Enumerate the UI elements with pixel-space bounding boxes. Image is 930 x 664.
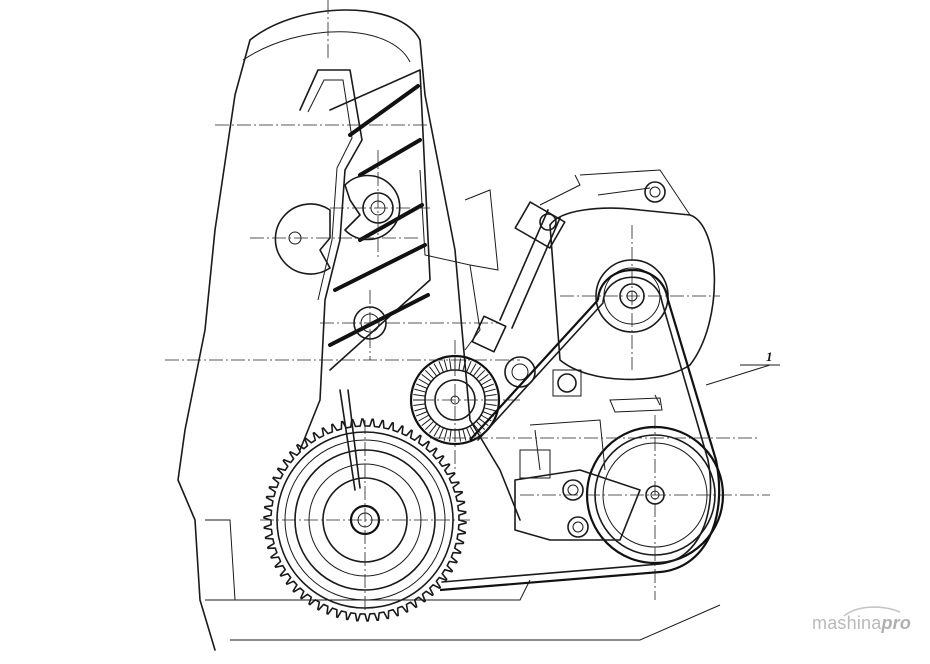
tensioner-roller-rib <box>472 366 481 377</box>
camshaft-half-pulley <box>274 203 331 275</box>
tensioner-roller-rib <box>462 428 467 441</box>
tensioner-roller-rib <box>438 361 444 373</box>
tensioner-roller-rib <box>475 420 486 431</box>
tensioner-roller-rib <box>458 429 461 442</box>
drive-belt <box>439 268 721 592</box>
watermark: mashinapro <box>812 613 911 634</box>
tensioner-roller-rib <box>443 359 448 372</box>
tensioner-roller-rib <box>466 361 472 373</box>
tensioner-roller-rib <box>414 388 427 393</box>
callout-label: 1 <box>766 349 773 364</box>
tensioner-roller-rib <box>429 423 438 434</box>
tensioner-roller-rib <box>443 428 448 441</box>
watermark-brand-accent: pro <box>881 613 912 633</box>
tensioner-roller-rib <box>416 383 428 389</box>
tensioner-roller-rib <box>472 423 481 434</box>
tensioner-roller-rib <box>416 411 428 417</box>
tensioner-roller-rib <box>414 407 427 412</box>
tensioner-roller-rib <box>478 374 489 383</box>
tensioner-roller-rib <box>480 378 492 386</box>
timing-mark-lines <box>339 389 361 491</box>
pump-bracket <box>514 394 663 541</box>
watermark-logo-icon <box>843 606 901 617</box>
tensioner-roller-rib <box>433 363 441 375</box>
tensioner-roller-rib <box>478 417 489 426</box>
engine-block-outline <box>177 9 721 651</box>
camshaft-pulley <box>344 174 401 241</box>
tensioner-roller-rib <box>469 363 477 375</box>
idler-roller-middle <box>504 356 536 388</box>
adjuster-rod <box>471 174 581 353</box>
tensioner-roller-rib <box>466 427 472 439</box>
tensioner-roller-rib <box>462 359 467 372</box>
tensioner-roller-rib <box>449 358 452 371</box>
tensioner-roller-rib <box>413 394 426 397</box>
tensioner-roller-rib <box>424 369 435 380</box>
watermark-brand-main: mashina <box>812 613 882 633</box>
tensioner-roller-rib <box>421 374 432 383</box>
centre-lines <box>165 0 770 610</box>
tensioner-roller-rib <box>413 403 426 406</box>
tensioner-roller-rib <box>482 383 494 389</box>
tensioner-roller-rib <box>438 427 444 439</box>
tensioner-roller-rib <box>484 403 497 406</box>
tensioner-roller-rib <box>429 366 438 377</box>
tensioner-roller-rib <box>483 407 496 412</box>
tensioner-roller-rib <box>449 429 452 442</box>
tensioner-roller-rib <box>421 417 432 426</box>
callout-1: 1 <box>705 349 780 386</box>
tensioner-roller-rib <box>418 414 430 422</box>
tensioner-roller-rib <box>433 425 441 437</box>
tensioner-roller-rib <box>484 394 497 397</box>
tensioner-roller-rib <box>483 388 496 393</box>
tensioner-roller-rib <box>418 378 430 386</box>
tensioner-roller-rib <box>475 369 486 380</box>
tensioner-roller-rib <box>424 420 435 431</box>
